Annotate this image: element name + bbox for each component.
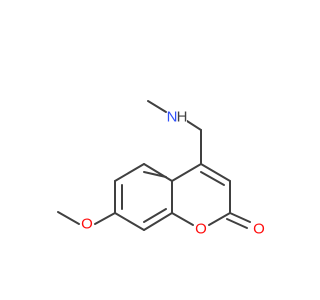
bond-c7-ome-o (94, 212, 116, 225)
bond-c8-c8a (143, 212, 173, 231)
methoxy-oxygen-label: O (81, 216, 93, 233)
nh-label-mask (167, 108, 187, 126)
structure-diagram: N H O O O (57, 100, 266, 238)
carbonyl-o-mask (252, 222, 266, 236)
carbonyl-oxygen-label: O (253, 221, 265, 238)
bond-c4-c3-double (200, 171, 225, 186)
bond-c4-c3 (200, 163, 231, 182)
bond-c2-carbonyl-o-double (226, 218, 248, 229)
bond-methyl-n (147, 100, 167, 113)
bond-c8-c8a-double (143, 208, 167, 223)
methoxy-o-mask (80, 217, 94, 231)
bond-c4a-c5-double (143, 171, 167, 178)
bond-c2-carbonyl-o (229, 212, 251, 223)
hydrogen-label: H (177, 109, 188, 126)
nitrogen-label: N (167, 109, 178, 126)
bond-ch2-n (186, 120, 202, 131)
bond-c5-c6 (114, 163, 145, 182)
bond-c4a-c5 (143, 163, 173, 182)
bond-ring-o-c8a (171, 212, 194, 226)
molecule-canvas: N H O O O (57, 100, 266, 238)
ring-oxygen-label: O (195, 221, 207, 238)
ring-o-mask (194, 222, 208, 236)
bond-c7-c8 (114, 212, 145, 231)
bond-c4-c4a (171, 163, 202, 182)
bond-c2-ring-o (208, 212, 231, 226)
bond-ome-o-ch3 (57, 211, 80, 225)
